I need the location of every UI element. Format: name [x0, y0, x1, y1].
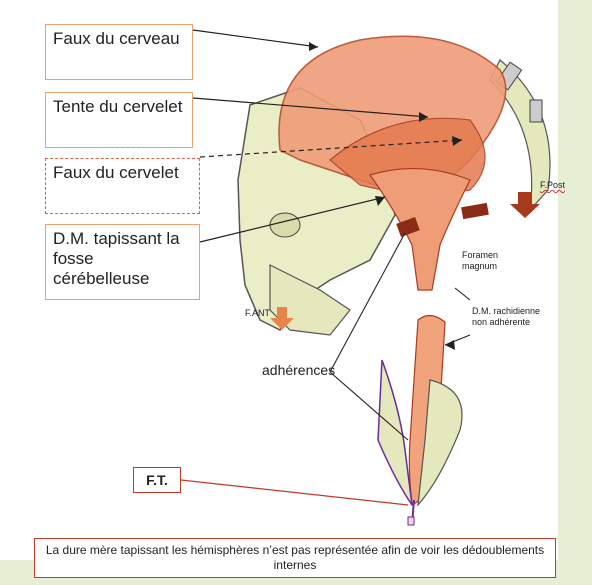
label-f-post: F.Post: [540, 180, 565, 191]
label-faux-cerveau: Faux du cerveau: [45, 24, 193, 80]
label-adherences: adhérences: [262, 362, 335, 378]
label-ft: F.T.: [133, 467, 181, 493]
label-faux-cervelet: Faux du cervelet: [45, 158, 200, 214]
orbit: [270, 213, 300, 237]
label-tente-cervelet-text: Tente du cervelet: [53, 97, 182, 116]
caption-box: La dure mère tapissant les hémisphères n…: [34, 538, 556, 578]
label-foramen: Foramen magnum: [462, 250, 522, 272]
label-dm-fosse: D.M. tapissant la fosse cérébelleuse: [45, 224, 200, 300]
caption-text: La dure mère tapissant les hémisphères n…: [46, 543, 544, 572]
label-f-ant: F.ANT: [245, 308, 270, 319]
sacrum-wedge-left: [378, 360, 412, 505]
label-dm-fosse-text: D.M. tapissant la fosse cérébelleuse: [53, 229, 180, 288]
label-faux-cervelet-text: Faux du cervelet: [53, 163, 179, 182]
label-tente-cervelet: Tente du cervelet: [45, 92, 193, 148]
label-dm-rachidienne: D.M. rachidienne non adhérente: [472, 306, 552, 328]
label-faux-cerveau-text: Faux du cerveau: [53, 29, 180, 48]
